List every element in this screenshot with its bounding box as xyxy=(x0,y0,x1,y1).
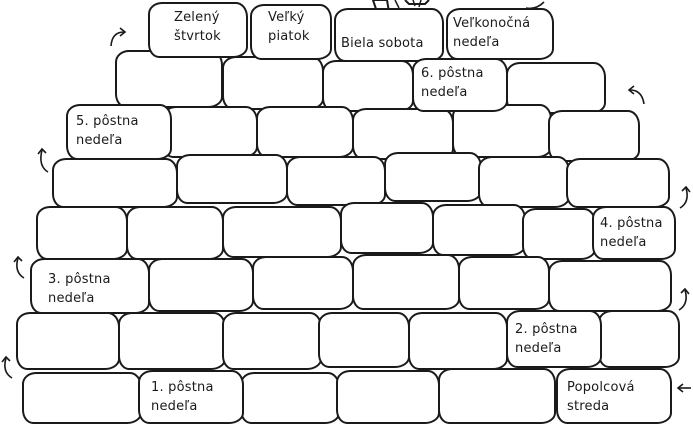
label-postna-5: 5. pôstna nedeľa xyxy=(76,112,139,150)
brick xyxy=(336,370,440,424)
brick xyxy=(566,158,670,208)
brick xyxy=(162,106,258,158)
brick xyxy=(52,158,178,208)
brick xyxy=(522,208,596,260)
brick xyxy=(408,312,508,370)
brick xyxy=(322,60,414,112)
brick xyxy=(432,204,526,256)
brick xyxy=(222,206,342,258)
brick xyxy=(384,152,482,202)
label-postna-3: 3. pôstna nedeľa xyxy=(48,270,111,308)
brick xyxy=(36,206,128,260)
brick xyxy=(318,312,410,368)
brick xyxy=(458,256,550,310)
curved-arrow-icon xyxy=(12,254,28,280)
curved-arrow-icon xyxy=(675,286,691,312)
label-postna-4: 4. pôstna nedeľa xyxy=(600,214,663,252)
brick xyxy=(16,312,120,370)
brick xyxy=(252,256,354,310)
curved-arrow-icon xyxy=(108,26,130,48)
brick xyxy=(352,254,460,310)
brick xyxy=(115,50,223,108)
label-zeleny-stvrtok: Zelený štvrtok xyxy=(174,8,221,46)
curved-arrow-icon xyxy=(624,84,646,106)
brick xyxy=(22,372,142,424)
brick xyxy=(256,106,354,158)
curved-arrow-icon xyxy=(524,0,548,10)
curved-arrow-icon xyxy=(676,380,692,396)
brick xyxy=(286,156,386,206)
brick xyxy=(478,156,570,208)
label-postna-1: 1. pôstna nedeľa xyxy=(151,378,214,416)
label-biela-sobota: Biela sobota xyxy=(341,34,424,53)
label-postna-6: 6. pôstna nedeľa xyxy=(421,64,484,102)
brick xyxy=(118,312,226,370)
brick xyxy=(126,206,224,260)
curved-arrow-icon xyxy=(676,184,692,210)
label-postna-2: 2. pôstna nedeľa xyxy=(515,320,578,358)
curved-arrow-icon xyxy=(36,146,52,174)
brick xyxy=(148,258,254,312)
curved-arrow-icon xyxy=(0,354,16,380)
brick xyxy=(548,260,672,312)
label-velky-piatok: Veľký piatok xyxy=(268,8,310,46)
brick xyxy=(222,56,324,110)
label-velkonocna-nedela: Veľkonočná nedeľa xyxy=(453,14,530,52)
label-popolcova-streda: Popolcová streda xyxy=(567,378,635,416)
brick xyxy=(438,368,556,424)
brick xyxy=(240,372,340,424)
brick xyxy=(176,154,288,204)
brick xyxy=(548,110,640,162)
brick xyxy=(452,104,552,158)
brick xyxy=(340,202,434,254)
brick xyxy=(222,312,322,370)
brick xyxy=(598,310,680,368)
